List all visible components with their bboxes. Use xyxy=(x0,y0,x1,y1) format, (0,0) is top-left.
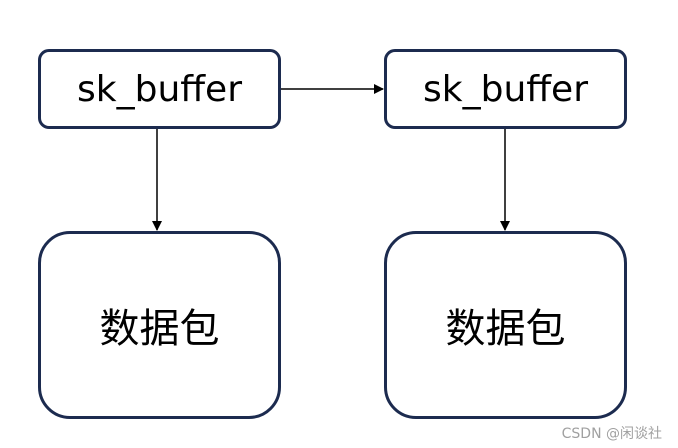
packet-node-2: 数据包 xyxy=(384,231,627,419)
node-label: sk_buffer xyxy=(76,68,243,110)
packet-node-1: 数据包 xyxy=(38,231,281,419)
watermark: CSDN @闲谈社 xyxy=(561,426,662,442)
node-label: sk_buffer xyxy=(422,68,589,110)
sk-buffer-node-1: sk_buffer xyxy=(38,49,281,129)
node-label: 数据包 xyxy=(445,306,566,352)
sk-buffer-node-2: sk_buffer xyxy=(384,49,627,129)
node-label: 数据包 xyxy=(99,306,220,352)
